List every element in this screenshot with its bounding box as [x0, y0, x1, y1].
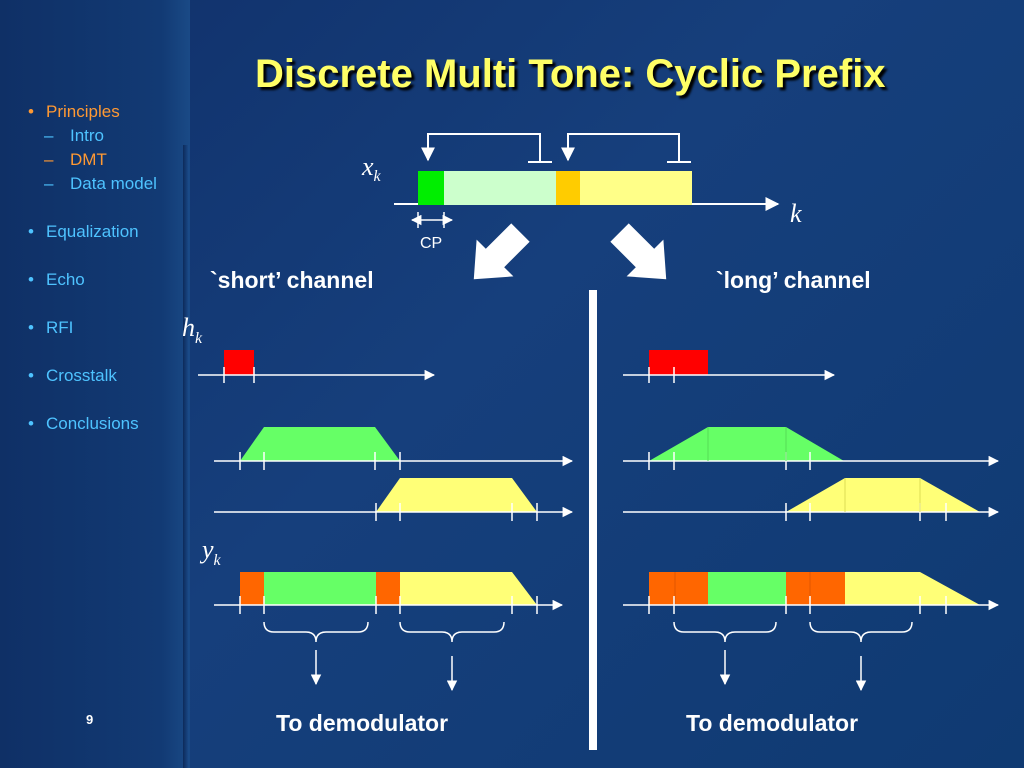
- xk-label: xk: [361, 152, 382, 185]
- short-demod-label: To demodulator: [276, 710, 448, 736]
- nav-subitem-intro[interactable]: –Intro: [44, 124, 104, 148]
- cp-block-2: [556, 171, 580, 205]
- short-received-symbol-2: [400, 572, 537, 605]
- cp-copy-arrow-2: [561, 133, 680, 162]
- long-received-cp-2: [786, 572, 845, 605]
- long-received-symbol-1: [708, 572, 786, 605]
- nav-subitem-data-model[interactable]: –Data model: [44, 172, 157, 196]
- symbol-block-1: [444, 171, 556, 205]
- page-number: 9: [86, 712, 94, 727]
- short-brace-1: [263, 621, 369, 643]
- long-impulse-response: [649, 350, 708, 375]
- long-green-response: [649, 427, 844, 461]
- short-green-response: [240, 427, 400, 461]
- symbol-block-2: [580, 171, 692, 205]
- nav-item-label: RFI: [46, 318, 74, 337]
- nav-subitem-label: DMT: [70, 150, 107, 169]
- yk-label: yk: [199, 535, 222, 569]
- nav-item-principles[interactable]: • Principles: [28, 100, 120, 124]
- nav-item-echo[interactable]: • Echo: [28, 268, 85, 292]
- nav-item-crosstalk[interactable]: • Crosstalk: [28, 364, 117, 388]
- nav-subitem-dmt[interactable]: –DMT: [44, 148, 107, 172]
- nav-item-rfi[interactable]: • RFI: [28, 316, 73, 340]
- hk-label: hk: [182, 313, 203, 347]
- short-received-symbol-1: [264, 572, 376, 605]
- dash-icon: –: [44, 126, 54, 145]
- short-channel-label: `short’ channel: [210, 267, 374, 293]
- short-brace-2: [399, 621, 505, 643]
- bullet-icon: •: [28, 366, 34, 385]
- nav-item-label: Conclusions: [46, 414, 139, 433]
- short-impulse-response: [224, 350, 254, 375]
- bullet-icon: •: [28, 102, 34, 121]
- center-divider: [589, 290, 597, 750]
- long-yellow-response: [786, 478, 980, 512]
- nav-item-label: Crosstalk: [46, 366, 117, 385]
- big-arrow-right-icon: [610, 223, 667, 280]
- long-received-cp-1: [649, 572, 708, 605]
- nav-item-label: Equalization: [46, 222, 139, 241]
- dash-icon: –: [44, 174, 54, 193]
- cp-label: CP: [420, 235, 442, 252]
- sidebar-divider: [183, 145, 189, 768]
- bullet-icon: •: [28, 318, 34, 337]
- bullet-icon: •: [28, 414, 34, 433]
- nav-item-equalization[interactable]: • Equalization: [28, 220, 139, 244]
- short-channel-panel: To demodulator: [198, 350, 574, 736]
- long-demod-label: To demodulator: [686, 710, 858, 736]
- nav-item-conclusions[interactable]: • Conclusions: [28, 412, 139, 436]
- slide-title: Discrete Multi Tone: Cyclic Prefix: [255, 52, 886, 96]
- dash-icon: –: [44, 150, 54, 169]
- nav-subitem-label: Intro: [70, 126, 105, 145]
- sidebar-panel: [0, 0, 190, 768]
- long-channel-panel: To demodulator: [623, 350, 1000, 736]
- bullet-icon: •: [28, 222, 34, 241]
- bullet-icon: •: [28, 270, 34, 289]
- long-brace-1: [673, 621, 777, 643]
- xk-signal: xk k CP: [361, 133, 802, 252]
- big-arrow-left-icon: [473, 223, 530, 280]
- short-received-cp-1: [240, 572, 264, 605]
- cp-copy-arrow-1: [421, 133, 541, 162]
- long-brace-2: [809, 621, 913, 643]
- nav-subitem-label: Data model: [70, 174, 157, 193]
- nav-item-label: Principles: [46, 102, 120, 121]
- long-channel-label: `long’ channel: [716, 267, 871, 293]
- cp-block-1: [418, 171, 444, 205]
- short-received-cp-2: [376, 572, 400, 605]
- nav-item-label: Echo: [46, 270, 85, 289]
- k-axis-label: k: [790, 199, 802, 228]
- short-yellow-response: [376, 478, 537, 512]
- split-arrows: [473, 223, 667, 280]
- long-received-symbol-2: [845, 572, 980, 605]
